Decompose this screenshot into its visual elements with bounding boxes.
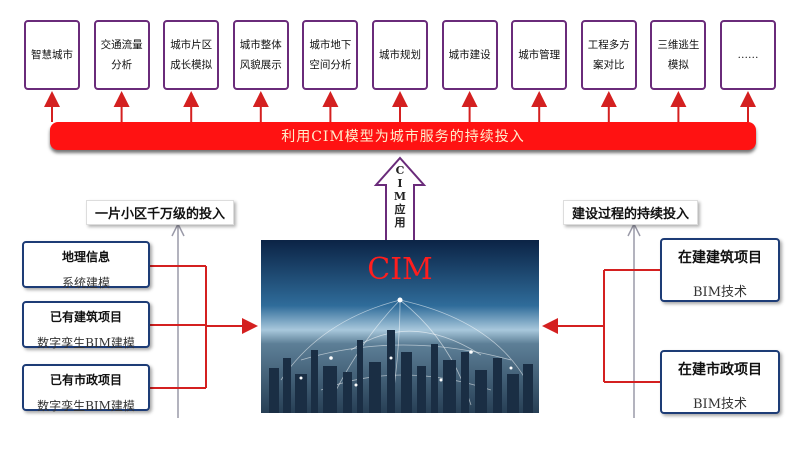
app-box-text: 智慧城市 (31, 49, 73, 61)
app-box: 城市建设 (441, 20, 498, 90)
cim-up-arrow (373, 156, 427, 243)
app-box-text: 城市地下 (309, 39, 352, 51)
app-box-text: 城市建设 (448, 49, 491, 61)
cim-arrow-char: 用 (394, 216, 406, 229)
app-box: 工程多方案对比 (580, 20, 637, 90)
app-box-text: 分析 (111, 59, 133, 71)
app-box: …… (720, 20, 776, 90)
app-box-text: 风貌展示 (239, 59, 282, 71)
left-connectors (150, 265, 258, 389)
app-arrows (44, 91, 756, 122)
app-box: 城市片区成长模拟 (163, 20, 220, 90)
cim-arrow-char: M (393, 190, 407, 203)
app-box: 城市规划 (372, 20, 428, 90)
cim-arrow-char: 应 (394, 203, 406, 216)
cim-arrow-char: C (395, 164, 405, 177)
right-box-building: 在建建筑项目 BIM技术 (660, 238, 780, 302)
app-box: 城市地下空间分析 (302, 20, 359, 90)
app-box: 城市管理 (511, 20, 568, 90)
app-box-text: 城市管理 (518, 49, 561, 61)
app-box: 智慧城市 (24, 20, 80, 90)
app-box-text: 案对比 (593, 59, 625, 71)
app-box-text: 城市片区 (170, 39, 213, 51)
app-box: 交通流量分析 (93, 20, 150, 90)
left-box-existing-building: 已有建筑项目 数字孪生BIM建模 (22, 301, 150, 350)
right-label: 建设过程的持续投入 (563, 200, 699, 225)
app-box-text: 成长模拟 (170, 59, 213, 71)
app-box: 城市整体风貌展示 (232, 20, 289, 90)
right-connectors (542, 269, 660, 383)
app-box-text: …… (737, 49, 759, 61)
app-box-text: 交通流量 (100, 39, 143, 51)
banner-text: 利用CIM模型为城市服务的持续投入 (281, 129, 525, 145)
banner: 利用CIM模型为城市服务的持续投入 (50, 122, 756, 150)
right-box-municipal: 在建市政项目 BIM技术 (660, 350, 780, 414)
city-image: CIM (261, 240, 539, 413)
city-illustration (269, 297, 533, 413)
left-box-existing-municipal: 已有市政项目 数字孪生BIM建模 (22, 364, 150, 413)
app-box-text: 工程多方 (587, 39, 630, 51)
cim-arrow-char: I (397, 177, 403, 190)
cim-title: CIM (367, 252, 433, 287)
app-box-text: 城市规划 (379, 49, 421, 61)
left-box-gis: 地理信息 系统建模 (22, 241, 150, 290)
app-box-text: 三维逃生 (657, 39, 700, 51)
app-box: 三维逃生模拟 (650, 20, 707, 90)
app-box-text: 空间分析 (309, 59, 352, 71)
app-box-text: 城市整体 (239, 39, 282, 51)
app-box-text: 模拟 (667, 59, 689, 71)
left-label: 一片小区千万级的投入 (86, 200, 235, 225)
